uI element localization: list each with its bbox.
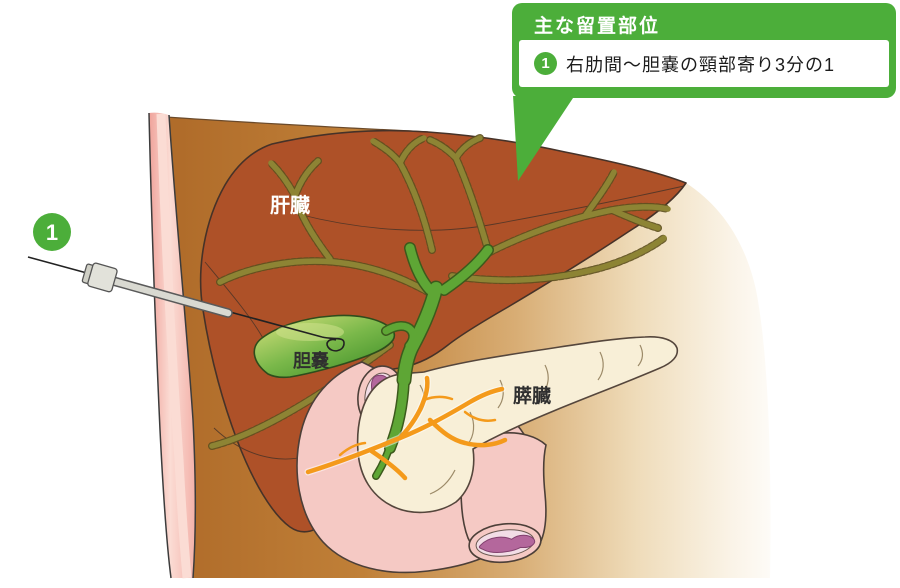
site-marker-badge: 1 xyxy=(33,213,71,251)
puncture-needle xyxy=(27,256,345,352)
site-marker-number: 1 xyxy=(46,220,58,245)
callout-item: 1 右肋間〜胆嚢の頸部寄り3分の1 xyxy=(519,40,889,87)
pigtail-catheter-tip xyxy=(321,336,345,352)
callout-box: 主な留置部位 1 右肋間〜胆嚢の頸部寄り3分の1 xyxy=(512,3,896,98)
callout-item-number-badge: 1 xyxy=(534,52,557,75)
callout-pointer xyxy=(513,96,575,181)
catheter-shaft xyxy=(102,275,232,317)
pancreas-label: 膵臓 xyxy=(513,384,551,407)
gallbladder-label: 胆嚢 xyxy=(292,350,330,371)
jejunum-cut-opening xyxy=(468,522,542,564)
pancreatic-arteries xyxy=(304,374,508,481)
callout-title: 主な留置部位 xyxy=(534,16,661,37)
needle-hub xyxy=(81,262,118,293)
liver-label: 肝臓 xyxy=(270,194,310,217)
callout-item-text: 右肋間〜胆嚢の頸部寄り3分の1 xyxy=(566,54,836,75)
gallbladder xyxy=(253,314,396,379)
body-wall xyxy=(148,112,197,579)
intrahepatic-bile-ducts xyxy=(208,134,672,450)
jejunum-cut-segment xyxy=(460,432,547,564)
callout-item-number: 1 xyxy=(541,55,550,72)
common-bile-duct xyxy=(372,242,494,480)
gallbladder-highlight xyxy=(276,323,344,341)
